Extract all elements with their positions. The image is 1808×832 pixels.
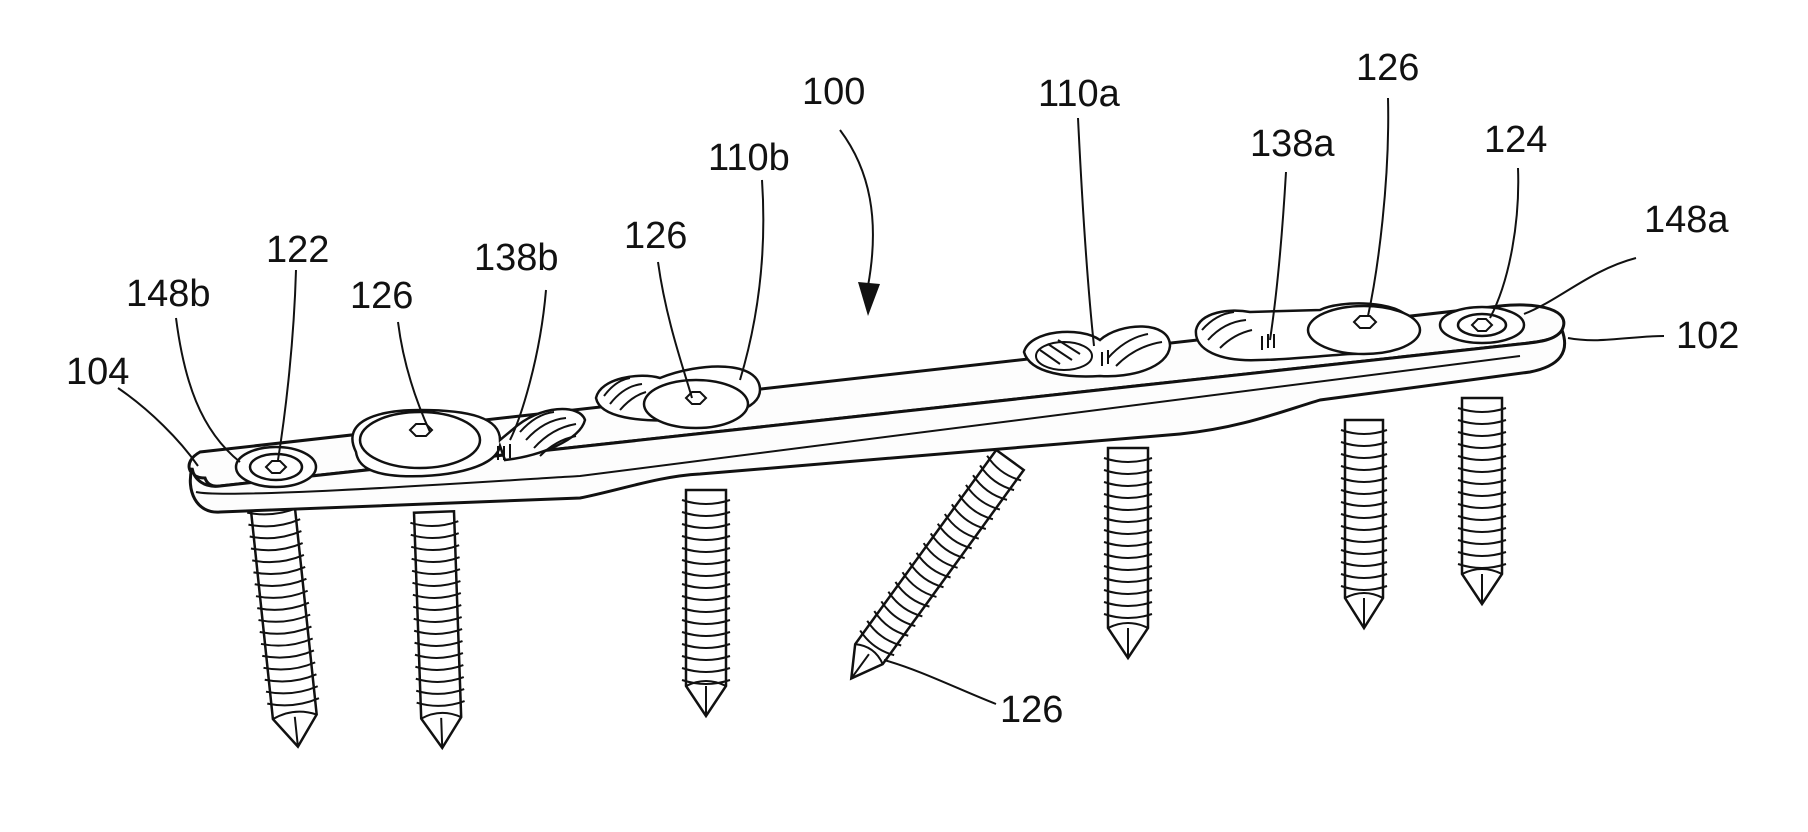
leader-126-bottom	[884, 660, 996, 704]
screw-126-left-shaft	[410, 511, 466, 749]
screw-head-126-left	[360, 412, 480, 468]
label-110a: 110a	[1038, 73, 1121, 115]
label-126-bottom: 126	[1000, 689, 1063, 731]
leader-148a	[1524, 258, 1636, 314]
slot-110a	[1024, 326, 1170, 376]
label-148b: 148b	[126, 273, 211, 315]
leader-102	[1568, 336, 1664, 340]
leader-124	[1490, 168, 1518, 318]
leader-122	[278, 270, 296, 460]
leader-104	[118, 388, 198, 466]
label-100: 100	[802, 71, 865, 113]
screw-126-right-shaft	[1341, 420, 1387, 628]
label-126-left: 126	[350, 275, 413, 317]
screw-126-angled-shaft	[834, 448, 1027, 691]
label-138a: 138a	[1250, 123, 1335, 165]
label-122: 122	[266, 229, 329, 271]
leader-110a	[1078, 118, 1094, 346]
leader-110b	[740, 180, 763, 380]
label-138b: 138b	[474, 237, 559, 279]
screw-122-shaft	[246, 497, 324, 749]
label-148a: 148a	[1644, 199, 1729, 241]
screw-126-mid-shaft	[682, 490, 730, 716]
screw-110a-shaft	[1104, 448, 1152, 658]
leader-148b	[176, 318, 240, 462]
label-104: 104	[66, 351, 129, 393]
arrow-100	[840, 130, 880, 316]
label-110b: 110b	[708, 137, 790, 179]
screw-head-126-right	[1308, 306, 1420, 354]
label-126-top-right: 126	[1356, 47, 1419, 89]
label-102: 102	[1676, 315, 1739, 357]
screw-124-shaft	[1458, 398, 1506, 604]
label-126-upper-mid: 126	[624, 215, 687, 257]
label-124: 124	[1484, 119, 1547, 161]
leader-126-top-right	[1368, 98, 1388, 316]
screw-head-124	[1458, 314, 1506, 336]
screw-head-122	[250, 454, 302, 480]
